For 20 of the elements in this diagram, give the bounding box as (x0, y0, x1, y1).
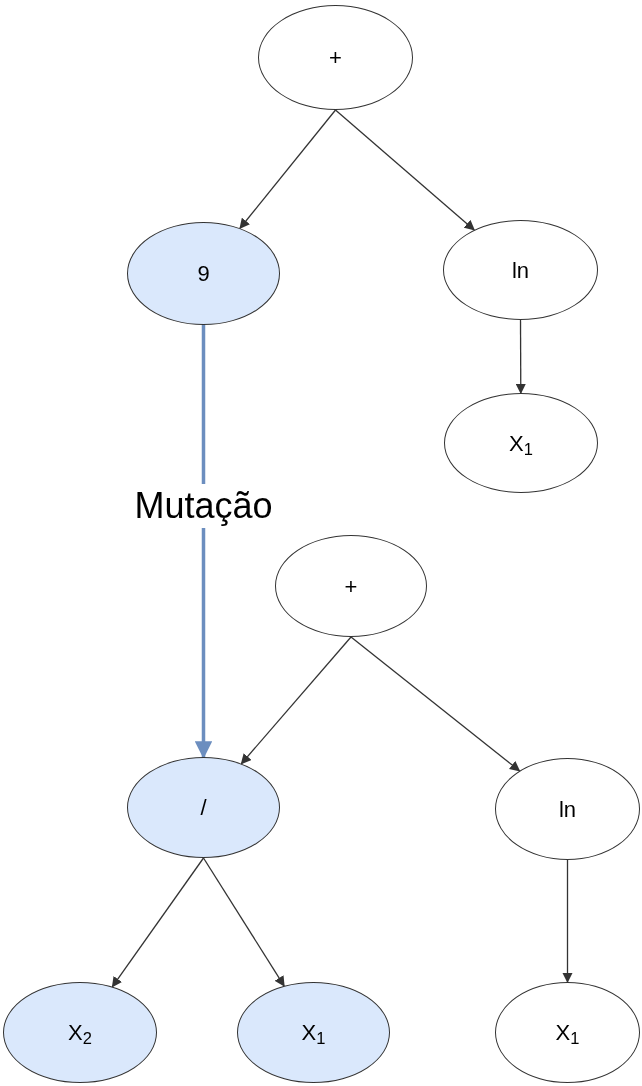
arrow (334, 109, 475, 231)
node-label: X$_{1}$ (301, 1019, 326, 1049)
arrow (202, 857, 285, 987)
arrow (194, 325, 213, 759)
node-label: + (344, 572, 358, 601)
node-label: ln (558, 795, 577, 824)
node-label: X$_{2}$ (68, 1019, 92, 1049)
node-label: X$_{1}$ (555, 1019, 580, 1049)
arrow (562, 859, 573, 984)
node-label: / (200, 794, 207, 822)
arrow (239, 109, 337, 230)
arrow (515, 319, 526, 395)
node-label: X$_{1}$ (509, 429, 533, 460)
node-label: 9 (197, 260, 210, 288)
arrow (350, 636, 521, 772)
node-label: ln (511, 256, 530, 285)
arrow (240, 636, 352, 765)
node-label: + (329, 44, 342, 72)
arrow (111, 857, 205, 988)
edge-label: Mutação (134, 484, 273, 528)
